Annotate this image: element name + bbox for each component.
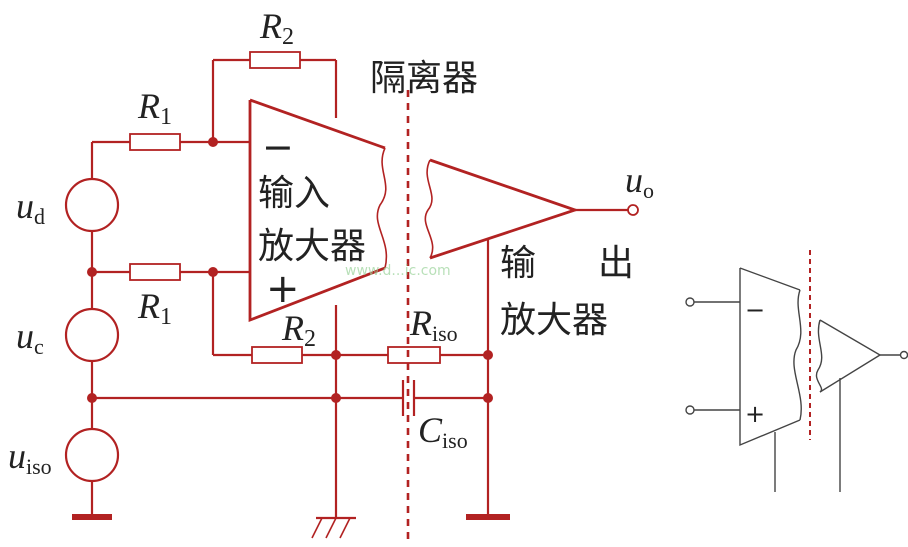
source-ud [64,177,120,233]
capacitor-ciso [401,380,416,416]
label-uiso: uiso [8,436,52,479]
input-amp-label-2: 放大器 [258,226,366,267]
label-r2-bottom: R2 [281,308,316,352]
ground-left [72,514,112,520]
label-riso: Riso [409,303,458,346]
wires [90,58,628,518]
label-ud: ud [16,186,45,229]
source-uiso [64,427,120,483]
label-ciso: Ciso [418,410,468,453]
chassis-ground [311,490,356,539]
small-plus: + [745,400,765,428]
input-amp-minus: − [262,125,294,169]
input-amp-label-1: 输入 [258,173,330,214]
isolation-amp-symbol: − + [685,250,908,492]
label-r1-top: R1 [137,86,172,130]
label-uc: uc [16,316,44,359]
ground-right [466,514,510,520]
junction-dots [87,137,493,403]
small-minus: − [745,296,765,324]
watermark: www.d...ic.com [345,263,451,279]
input-amplifier [248,98,388,323]
label-r1-bottom: R1 [137,286,172,330]
resistor-riso [387,346,441,364]
resistor-r1-top [129,133,181,151]
label-isolator: 隔离器 [370,58,478,99]
output-amp-label-1b: 出 [598,243,634,284]
label-uo: uo [625,160,654,203]
input-amp-plus: + [266,266,300,312]
output-amp-label-1: 输 [500,243,536,284]
resistor-r2-top [249,51,301,69]
source-uc [64,307,120,363]
output-amp-label-2: 放大器 [500,300,608,341]
output-amplifier [424,158,580,260]
resistor-r1-bottom [129,263,181,281]
label-r2-top: R2 [259,6,294,50]
output-terminal [627,204,639,216]
resistor-r2-bottom [251,346,303,364]
